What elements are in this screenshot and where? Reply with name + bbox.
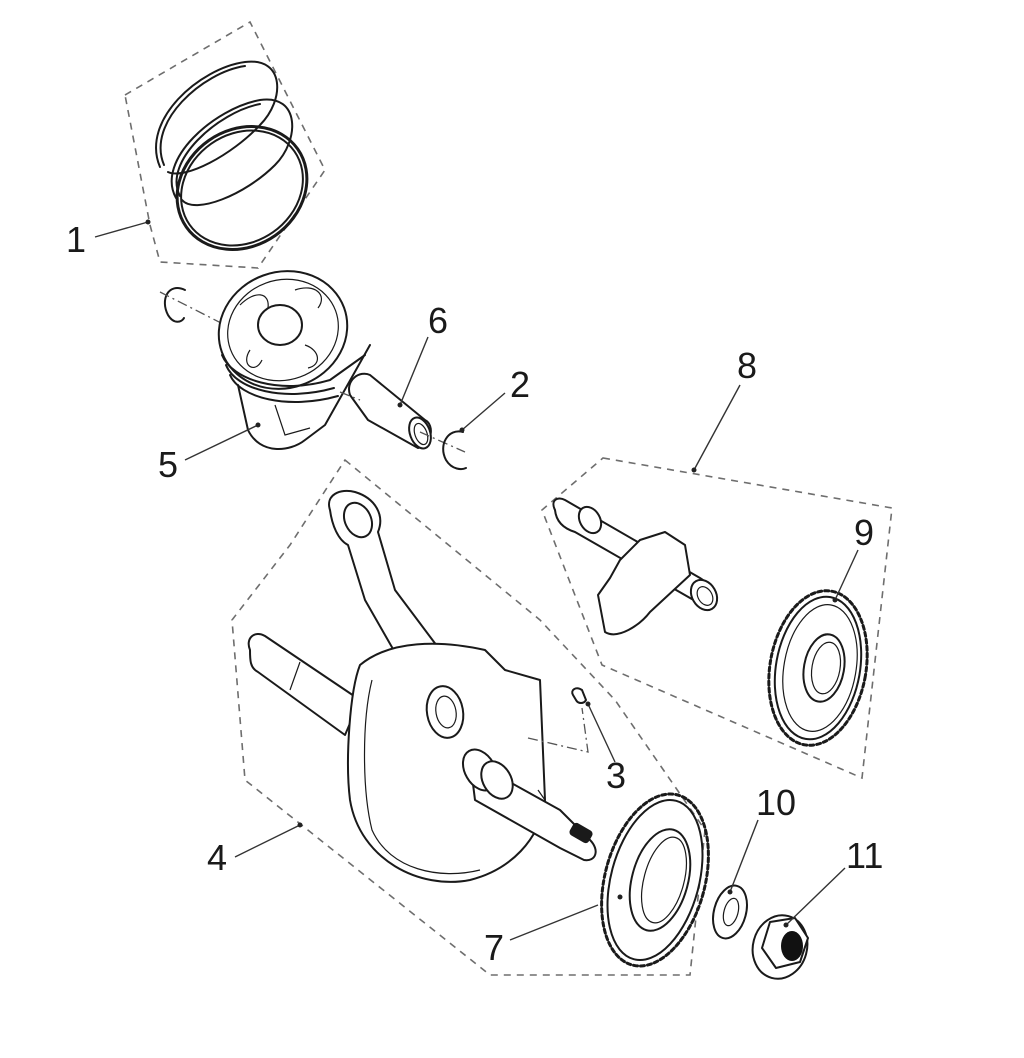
callout-2[interactable]: 2 — [510, 364, 530, 405]
callout-3[interactable]: 3 — [606, 755, 626, 796]
crankshaft-assembly — [247, 490, 597, 883]
callout-11[interactable]: 11 — [846, 835, 883, 876]
callout-4[interactable]: 4 — [207, 837, 227, 878]
flange-nut — [751, 914, 809, 980]
callout-5[interactable]: 5 — [158, 444, 178, 485]
woodruff-key — [571, 687, 587, 704]
balancer-driven-gear — [767, 589, 869, 747]
piston-pin-clip-right — [442, 430, 467, 470]
callout-10[interactable]: 10 — [756, 782, 796, 823]
balancer-shaft — [552, 497, 719, 636]
leader-lines — [94, 219, 859, 941]
washer — [712, 884, 748, 940]
piston — [217, 270, 371, 450]
group-box-piston-rings — [124, 20, 326, 269]
callout-7[interactable]: 7 — [484, 927, 504, 968]
callout-1[interactable]: 1 — [66, 219, 86, 260]
callout-6[interactable]: 6 — [428, 300, 448, 341]
callout-8[interactable]: 8 — [737, 345, 757, 386]
piston-pin — [348, 372, 432, 450]
piston-rings — [155, 60, 309, 251]
group-box-balancer — [541, 457, 893, 780]
piston-pin-clip-left — [163, 287, 186, 323]
crankshaft-drive-gear — [600, 792, 710, 968]
callout-9[interactable]: 9 — [854, 512, 874, 553]
